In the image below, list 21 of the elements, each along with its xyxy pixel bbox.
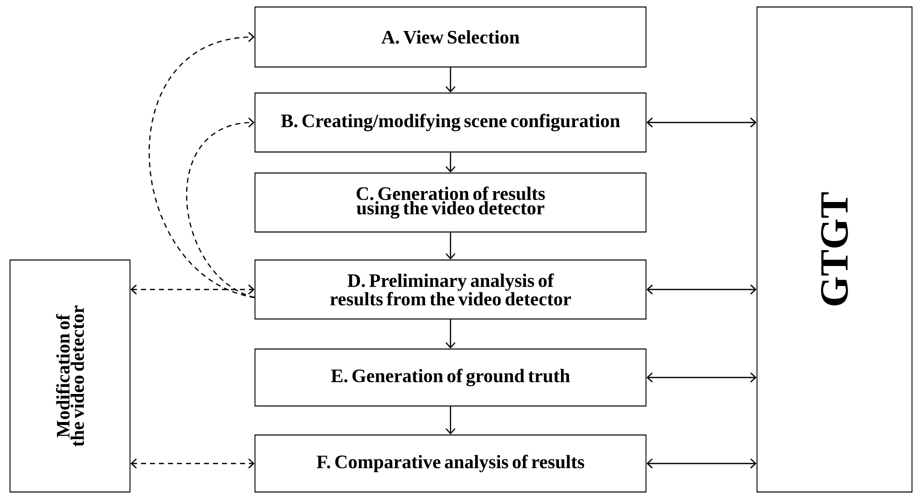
process-box: E. Generation of ground truth — [254, 348, 646, 406]
process-box: A. View Selection — [254, 6, 646, 68]
arrow — [186, 118, 255, 298]
arrow — [446, 406, 456, 435]
arrow — [646, 284, 757, 294]
process-box: B. Creating/modifying scene configuration — [254, 92, 646, 152]
arrow — [646, 118, 757, 128]
arrow — [446, 319, 456, 349]
arrow — [646, 458, 757, 468]
arrow — [646, 372, 757, 382]
tool-box: GTGT — [756, 6, 912, 492]
arrow — [130, 458, 255, 468]
process-box: F. Comparative analysis of results — [254, 434, 646, 492]
arrow — [446, 67, 456, 93]
arrow — [148, 32, 255, 298]
process-box: D. Preliminary analysis of results from the video detector — [254, 260, 646, 320]
arrow — [446, 152, 456, 173]
arrow — [130, 284, 255, 294]
side-box: Modification of the video detector — [10, 260, 130, 492]
arrow — [446, 232, 456, 260]
process-box: C. Generation of results using the video detector — [254, 172, 646, 232]
